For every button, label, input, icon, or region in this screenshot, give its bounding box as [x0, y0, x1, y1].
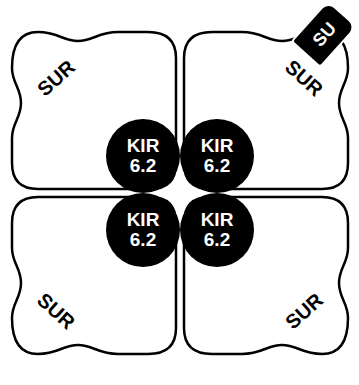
sur-shape	[12, 32, 176, 189]
drug-label: SU	[309, 19, 339, 50]
kir-subunit: KIR 6.2	[180, 119, 254, 193]
kir-subunit: KIR 6.2	[106, 193, 180, 267]
subunit-label: KIR 6.2	[195, 210, 239, 250]
subunit-label: KIR 6.2	[121, 210, 165, 250]
sur-shape	[12, 197, 176, 354]
subunit-label: KIR 6.2	[121, 136, 165, 176]
sur-shape	[184, 197, 348, 354]
kir-subunit: KIR 6.2	[106, 119, 180, 193]
kir-subunit: KIR 6.2	[180, 193, 254, 267]
subunit-label: KIR 6.2	[195, 136, 239, 176]
